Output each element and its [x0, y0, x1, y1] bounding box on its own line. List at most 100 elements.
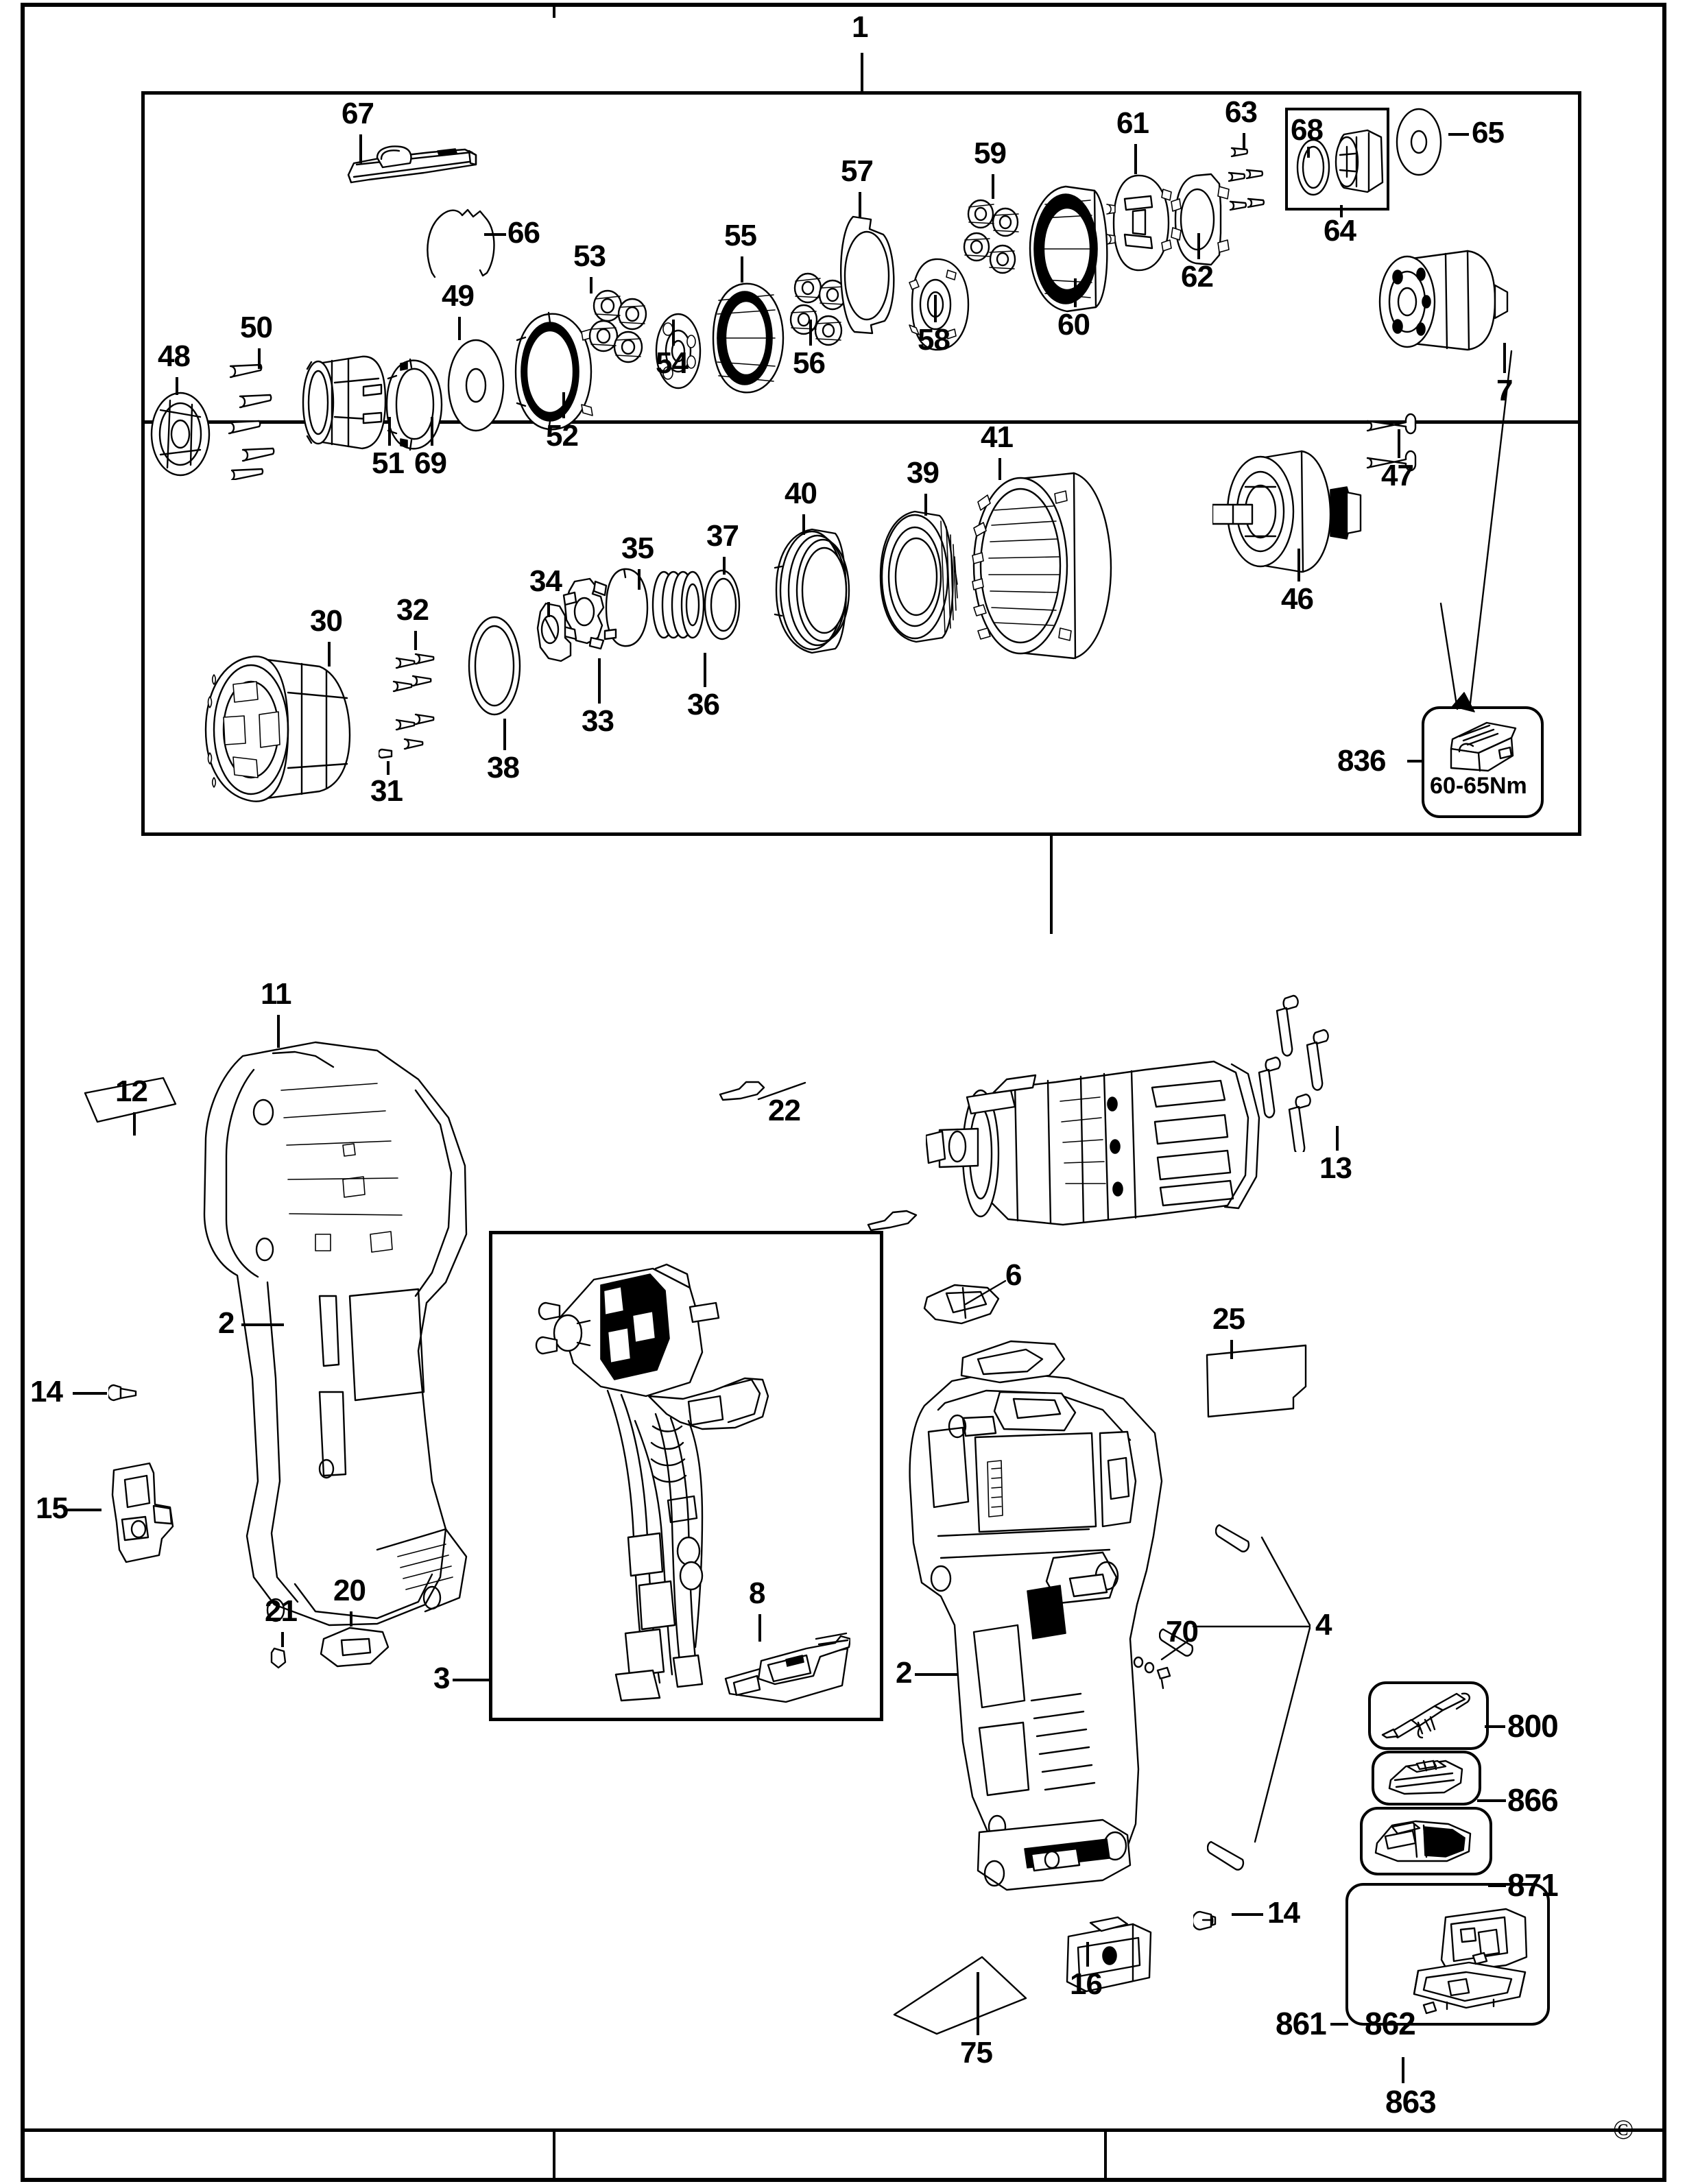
leader-36 — [704, 653, 706, 687]
part-art-21 — [269, 1646, 289, 1670]
leader-60 — [1074, 278, 1077, 307]
callout-2-left: 2 — [218, 1306, 235, 1340]
leader-59 — [992, 174, 994, 199]
leader-65 — [1448, 133, 1469, 136]
part-art-871 — [1373, 1816, 1476, 1865]
callout-14-left: 14 — [30, 1375, 63, 1408]
leader-57 — [859, 192, 861, 218]
callout-862: 862 — [1365, 2006, 1416, 2041]
part-art-4c — [1207, 1838, 1252, 1876]
callout-52: 52 — [546, 419, 579, 453]
frame-divider-bottom — [21, 2128, 1666, 2132]
callout-30: 30 — [310, 604, 343, 638]
part-art-35 — [599, 566, 651, 650]
accessory-box-871 — [1360, 1807, 1492, 1875]
leader-55 — [741, 256, 743, 283]
part-art-38 — [465, 614, 524, 717]
callout-36: 36 — [687, 688, 720, 721]
callout-31: 31 — [370, 774, 403, 808]
leader-49 — [458, 317, 461, 340]
part-art-31 — [379, 747, 396, 760]
part-art-16 — [1062, 1915, 1158, 1997]
leader-41 — [998, 458, 1001, 480]
leader-14-left — [73, 1392, 107, 1395]
leader-16-up — [1086, 1942, 1089, 1967]
part-art-60 — [1023, 184, 1119, 314]
callout-68: 68 — [1291, 113, 1324, 147]
callout-58: 58 — [918, 323, 950, 357]
callout-49: 49 — [442, 279, 475, 313]
part-art-37 — [701, 568, 743, 642]
part-art-20 — [317, 1624, 392, 1672]
leader-62 — [1197, 233, 1200, 259]
leader-866 — [1477, 1799, 1506, 1802]
part-art-2-left-housing — [171, 1008, 473, 1653]
part-art-70 — [1132, 1653, 1180, 1691]
leader-69 — [431, 417, 433, 446]
callout-66: 66 — [507, 216, 540, 250]
callout-861: 861 — [1276, 2006, 1327, 2041]
callout-25: 25 — [1212, 1302, 1245, 1336]
leader-22 — [757, 1081, 806, 1101]
part-art-4a — [1215, 1521, 1256, 1555]
part-art-34 — [525, 601, 577, 667]
part-art-motor-assembly — [926, 1022, 1269, 1248]
callout-67: 67 — [342, 97, 374, 130]
part-art-22a — [716, 1078, 771, 1103]
part-art-22b — [864, 1207, 922, 1232]
leader-2-left — [241, 1323, 284, 1326]
part-art-800 — [1380, 1690, 1476, 1739]
callout-11: 11 — [261, 977, 292, 1011]
callout-16: 16 — [1070, 1967, 1103, 2001]
part-art-65 — [1392, 107, 1446, 177]
leader-35 — [638, 569, 641, 590]
part-art-4b — [1159, 1625, 1200, 1659]
part-art-49 — [442, 337, 510, 433]
part-art-40 — [769, 525, 859, 656]
leader-34 — [547, 602, 550, 617]
callout-39: 39 — [907, 456, 940, 490]
part-art-67 — [342, 137, 486, 192]
leader-21 — [281, 1632, 284, 1647]
leader-20 — [350, 1611, 352, 1627]
leader-53 — [590, 277, 593, 293]
callout-863: 863 — [1385, 2084, 1437, 2120]
callout-56: 56 — [793, 346, 826, 380]
leader-33 — [598, 658, 601, 704]
callout-12: 12 — [115, 1075, 148, 1108]
leader-13 — [1336, 1126, 1339, 1151]
leader-38 — [503, 719, 506, 750]
part-art-62 — [1166, 171, 1234, 267]
callout-20: 20 — [333, 1574, 366, 1607]
leader-31 — [387, 761, 390, 775]
leader-14-right — [1232, 1913, 1263, 1916]
callout-34: 34 — [529, 564, 562, 598]
callout-62: 62 — [1181, 260, 1214, 293]
leader-836 — [1407, 760, 1424, 763]
part-art-13 — [1256, 994, 1359, 1152]
callout-55: 55 — [724, 219, 757, 252]
part-art-47 — [1365, 411, 1440, 487]
gearbox-panel — [141, 91, 1581, 424]
callout-47: 47 — [1381, 459, 1414, 492]
frame-tick-bottom-left — [553, 2128, 555, 2182]
part-art-25 — [1204, 1344, 1314, 1419]
leader-67 — [359, 134, 362, 163]
leader-11 — [277, 1015, 280, 1048]
callout-33: 33 — [582, 704, 614, 738]
part-art-41 — [952, 470, 1123, 662]
leader-51 — [388, 417, 391, 446]
gearbox-panel-lower — [141, 414, 1581, 836]
callout-15: 15 — [36, 1491, 69, 1525]
callout-37: 37 — [706, 519, 739, 553]
motor-assembly-inset-box — [489, 1231, 883, 1721]
callout-4: 4 — [1315, 1608, 1332, 1642]
callout-1: 1 — [852, 10, 869, 44]
part-art-51 — [296, 351, 392, 454]
leader-2-right — [915, 1673, 957, 1676]
part-art-57 — [830, 214, 905, 337]
leader-6 — [964, 1280, 1007, 1306]
callout-3: 3 — [433, 1661, 451, 1695]
